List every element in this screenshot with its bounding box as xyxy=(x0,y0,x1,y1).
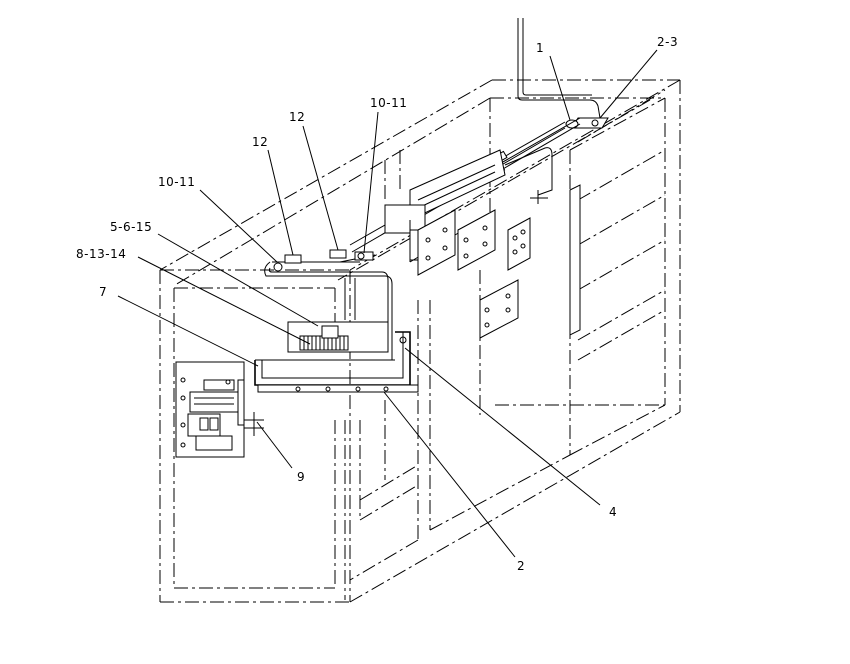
callout-12-left: 12 xyxy=(252,135,268,149)
callout-10-11-right: 10-11 xyxy=(370,96,407,110)
leader-lines xyxy=(117,49,658,558)
callout-12-right: 12 xyxy=(289,110,305,124)
callout-labels: 1 2-3 12 10-11 12 10-11 5-6-15 8-13-14 7… xyxy=(76,35,678,573)
cabinet-outline xyxy=(159,79,681,603)
callout-4: 4 xyxy=(609,505,617,519)
callout-10-11-left: 10-11 xyxy=(158,175,195,189)
cable-harness xyxy=(254,249,419,393)
callout-1: 1 xyxy=(536,41,544,55)
mounting-plates xyxy=(417,184,581,339)
callout-7: 7 xyxy=(99,285,107,299)
callout-2-3: 2-3 xyxy=(657,35,678,49)
callout-2: 2 xyxy=(517,559,525,573)
callout-8-13-14: 8-13-14 xyxy=(76,247,126,261)
callout-5-6-15: 5-6-15 xyxy=(110,220,152,234)
callout-9: 9 xyxy=(297,470,305,484)
electrical-panel xyxy=(175,361,264,458)
